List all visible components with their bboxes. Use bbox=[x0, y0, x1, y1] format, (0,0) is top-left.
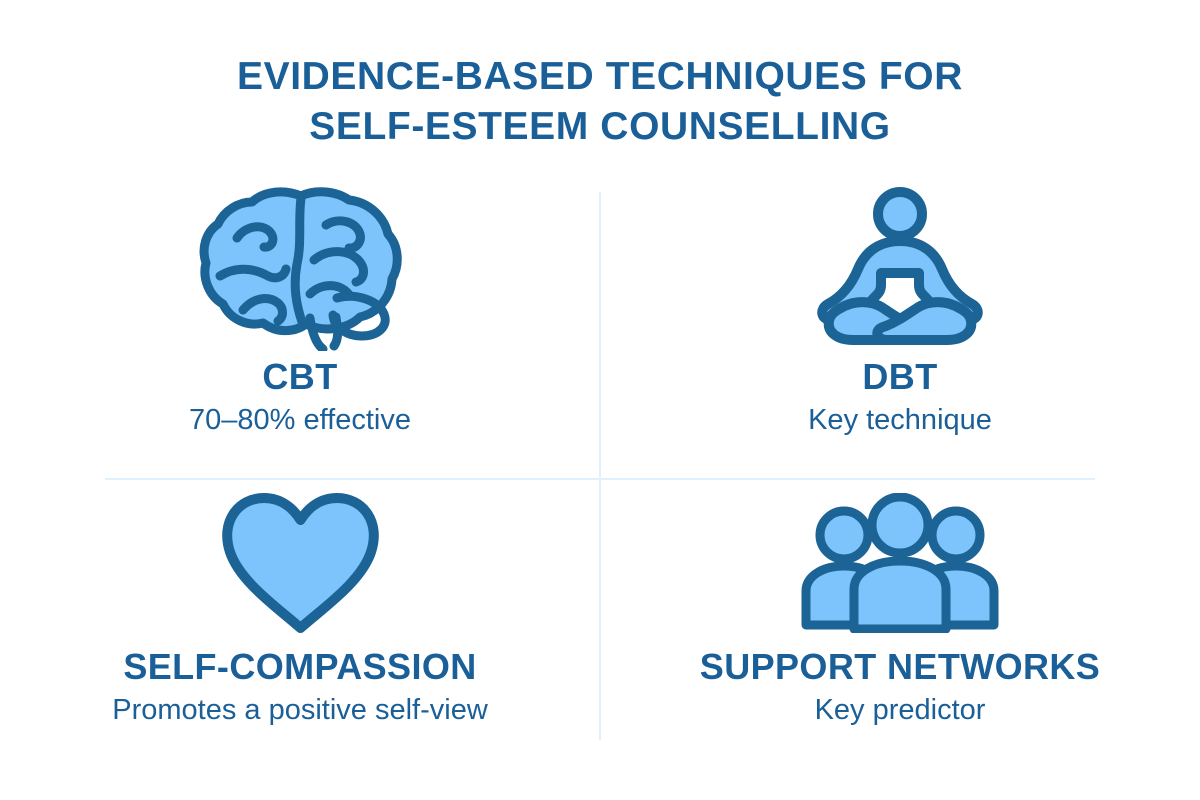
vertical-divider bbox=[599, 192, 601, 740]
meditating-person-icon bbox=[809, 180, 991, 356]
card-subtitle: Key predictor bbox=[814, 694, 986, 726]
technique-card-dbt: DBT Key technique bbox=[600, 180, 1200, 480]
horizontal-divider bbox=[105, 478, 1095, 480]
title-line-2: SELF-ESTEEM COUNSELLING bbox=[309, 105, 891, 148]
heart-icon bbox=[218, 480, 383, 646]
technique-card-self-compassion: SELF-COMPASSION Promotes a positive self… bbox=[0, 480, 600, 780]
card-subtitle: Promotes a positive self-view bbox=[112, 694, 488, 726]
card-heading: CBT bbox=[262, 356, 338, 397]
technique-card-cbt: CBT 70–80% effective bbox=[0, 180, 600, 480]
title-line-1: EVIDENCE-BASED TECHNIQUES FOR bbox=[237, 55, 963, 98]
page-title: EVIDENCE-BASED TECHNIQUES FOR SELF-ESTEE… bbox=[0, 52, 1200, 152]
technique-card-support-networks: SUPPORT NETWORKS Key predictor bbox=[600, 480, 1200, 780]
card-heading: SUPPORT NETWORKS bbox=[699, 646, 1101, 687]
people-group-icon bbox=[800, 480, 1000, 646]
card-heading: DBT bbox=[862, 356, 938, 397]
card-subtitle: 70–80% effective bbox=[189, 404, 411, 436]
brain-icon bbox=[198, 180, 403, 356]
card-subtitle: Key technique bbox=[808, 404, 992, 436]
technique-grid: CBT 70–80% effective bbox=[0, 180, 1200, 780]
card-heading: SELF-COMPASSION bbox=[123, 646, 477, 687]
